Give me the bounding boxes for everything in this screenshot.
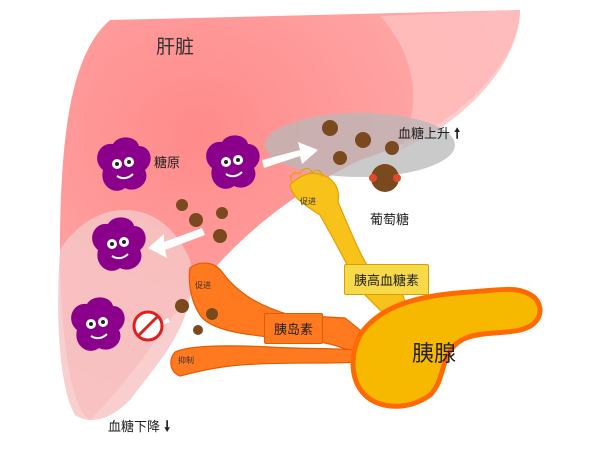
- glucose-label: 葡萄糖: [370, 213, 410, 228]
- glycogen-label: 糖原: [154, 156, 181, 171]
- down-arrow-icon: 🠗: [164, 419, 171, 435]
- pancreas-shape: [350, 286, 543, 409]
- pancreas-label: 胰腺: [412, 342, 457, 367]
- blood-sugar-rise-label: 血糖上升 🠕: [398, 127, 460, 141]
- inhibit-label: 抑制: [178, 356, 194, 365]
- liver-right-shade: [380, 10, 520, 150]
- glucose-molecules: [175, 120, 399, 335]
- glucose-big-cheeks: [369, 174, 401, 182]
- blood-sugar-rise-text: 血糖上升: [398, 127, 451, 142]
- glycogen-blob-1: [97, 137, 151, 191]
- inhibit-icon: [132, 310, 164, 342]
- liver-shape: [60, 10, 520, 420]
- insulin-badge: 胰岛素: [264, 313, 324, 344]
- blood-sugar-fall-text: 血糖下降: [108, 420, 161, 435]
- promote-label-insulin: 促进: [195, 281, 211, 290]
- glucagon-fingers: [290, 168, 323, 184]
- glucagon-badge: 胰高血糖素: [344, 264, 430, 295]
- arrow-glucose-to-glycogen: [148, 228, 205, 258]
- insulin-lower-arm: [170, 345, 363, 377]
- arrow-glycogen-to-glucose: [262, 142, 318, 168]
- glycogen-blob-4: [71, 297, 125, 351]
- promote-label-glucagon: 促进: [300, 197, 316, 206]
- liver-lower-region: [58, 210, 192, 420]
- up-arrow-icon: 🠕: [454, 126, 461, 142]
- liver-label: 肝脏: [156, 36, 195, 58]
- glycogen-blob-2: [206, 135, 260, 189]
- glycogen-blob-3: [92, 217, 146, 271]
- blood-sugar-fall-label: 血糖下降 🠗: [108, 420, 170, 434]
